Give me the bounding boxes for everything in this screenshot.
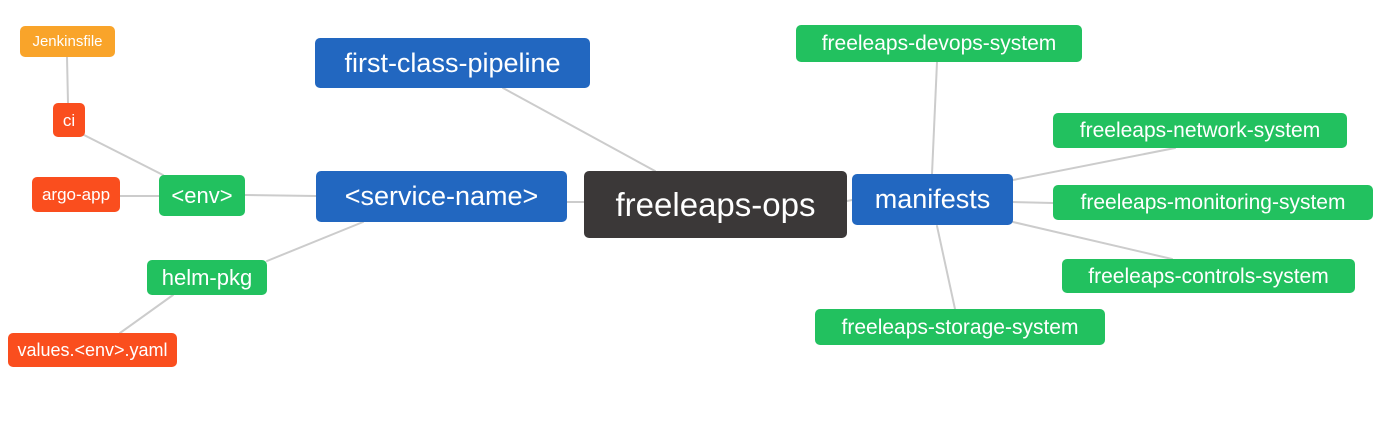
node-ci[interactable]: ci bbox=[53, 103, 85, 137]
node-first-class-pipeline[interactable]: first-class-pipeline bbox=[315, 38, 590, 88]
node-freeleaps-storage-system[interactable]: freeleaps-storage-system bbox=[815, 309, 1105, 345]
node-env[interactable]: <env> bbox=[159, 175, 245, 216]
node-manifests[interactable]: manifests bbox=[852, 174, 1013, 225]
node-argo-app[interactable]: argo-app bbox=[32, 177, 120, 212]
node-freeleaps-network-system[interactable]: freeleaps-network-system bbox=[1053, 113, 1347, 148]
node-values-env-yaml[interactable]: values.<env>.yaml bbox=[8, 333, 177, 367]
node-freeleaps-ops[interactable]: freeleaps-ops bbox=[584, 171, 847, 238]
node-service-name[interactable]: <service-name> bbox=[316, 171, 567, 222]
node-jenkinsfile[interactable]: Jenkinsfile bbox=[20, 26, 115, 57]
node-helm-pkg[interactable]: helm-pkg bbox=[147, 260, 267, 295]
node-freeleaps-devops-system[interactable]: freeleaps-devops-system bbox=[796, 25, 1082, 62]
node-freeleaps-controls-system[interactable]: freeleaps-controls-system bbox=[1062, 259, 1355, 293]
node-freeleaps-monitoring-system[interactable]: freeleaps-monitoring-system bbox=[1053, 185, 1373, 220]
